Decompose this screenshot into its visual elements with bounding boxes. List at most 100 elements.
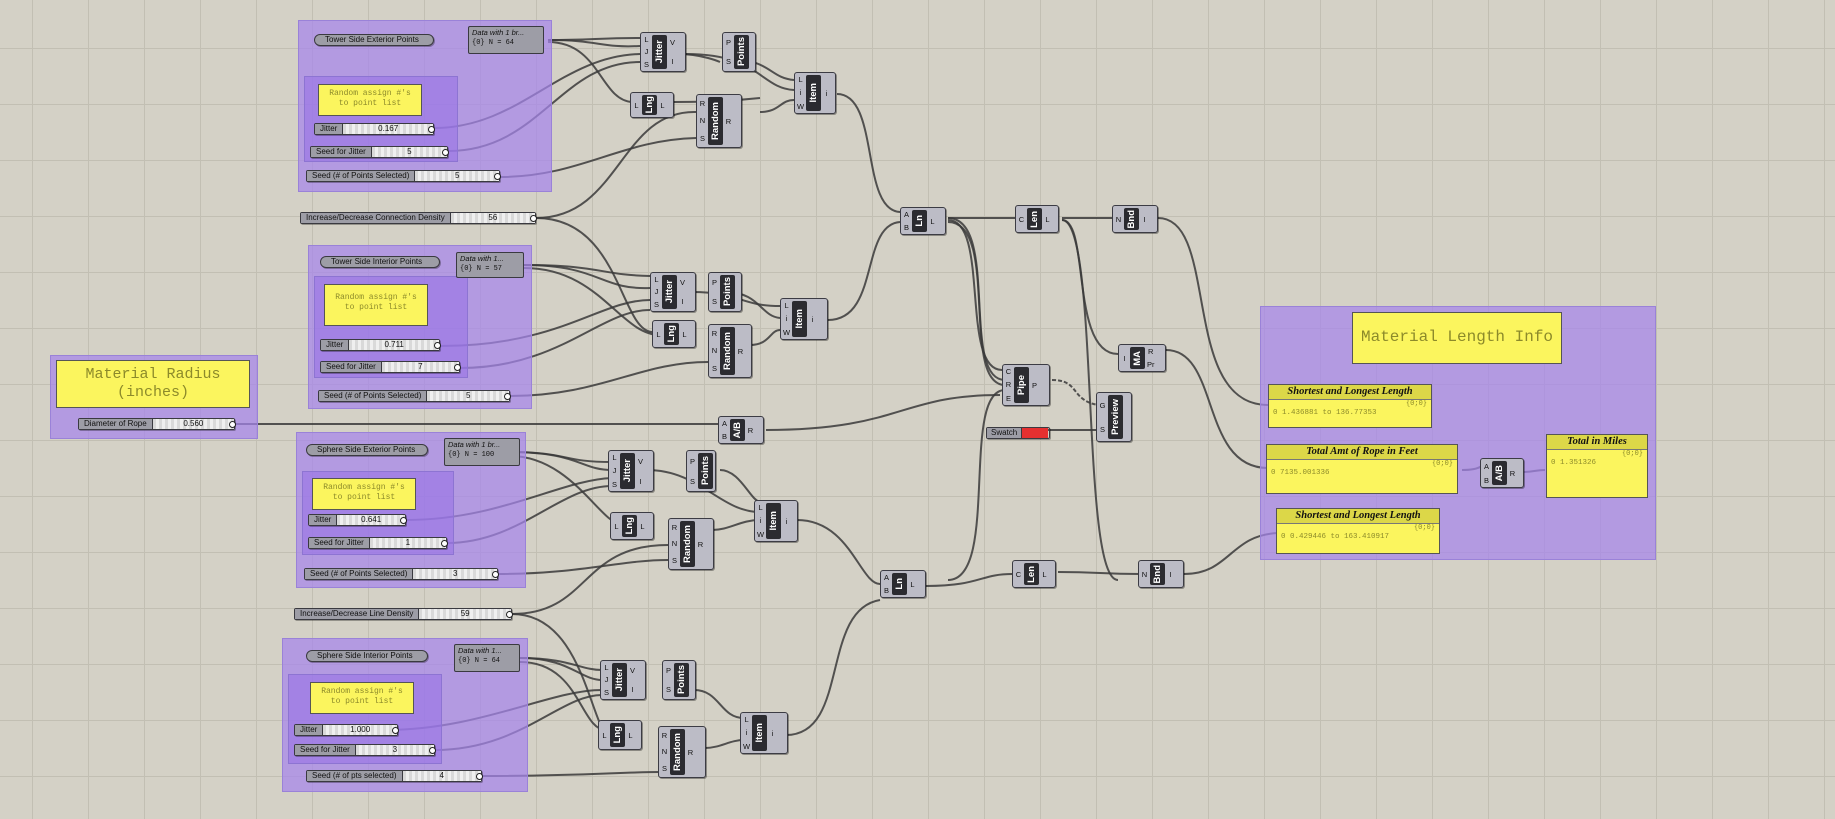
bnd-component-bottom[interactable]: N Bnd I	[1138, 560, 1184, 588]
seed-points-slider[interactable]: Seed (# of Points Selected) 5	[318, 390, 511, 402]
total-rope-feet-panel[interactable]: Total Amt of Rope in Feet {0;0} 0 7135.0…	[1266, 444, 1458, 494]
wire	[947, 389, 1006, 581]
data-panel-sub: {0} N = 100	[448, 451, 495, 459]
slider-track[interactable]: 4	[402, 771, 483, 781]
len-component-bottom[interactable]: C Len L	[1012, 560, 1056, 588]
slider-track[interactable]: 5	[427, 391, 511, 401]
shortest-longest-panel-bottom[interactable]: Shortest and Longest Length {0;0} 0 0.42…	[1276, 508, 1440, 554]
slider-track[interactable]: 3	[355, 745, 437, 755]
jitter-slider[interactable]: Jitter 0.641	[308, 514, 407, 526]
jitter-slider[interactable]: Jitter 1.000	[294, 724, 399, 736]
lng-component[interactable]: L Lng L	[652, 320, 696, 348]
lng-component[interactable]: L Lng L	[630, 92, 674, 118]
slider-track[interactable]: 0.560	[152, 419, 237, 429]
slider-label: Seed for Jitter	[321, 362, 382, 372]
slider-track[interactable]: 5	[371, 147, 450, 157]
slider-track[interactable]: 56	[450, 213, 538, 223]
sphere-exterior-points-param[interactable]: Sphere Side Exterior Points	[306, 444, 428, 456]
jitter-slider[interactable]: Jitter 0.711	[320, 339, 441, 351]
component-outputs: I	[1143, 214, 1146, 224]
slider-track[interactable]: 1.000	[323, 725, 399, 735]
shortest-longest-panel-top[interactable]: Shortest and Longest Length {0;0} 0 1.43…	[1268, 384, 1432, 428]
wire	[509, 361, 709, 397]
seed-points-slider[interactable]: Seed (# of Points Selected) 5	[306, 170, 501, 182]
jitter-slider[interactable]: Jitter 0.167	[314, 123, 435, 135]
line-density-slider[interactable]: Increase/Decrease Line Density 59	[294, 608, 513, 620]
swatch-color[interactable]	[1022, 428, 1049, 438]
slider-track[interactable]: 5	[415, 171, 501, 181]
slider-track[interactable]: 0.167	[343, 124, 435, 134]
component-inputs: L	[634, 100, 639, 110]
rope-diameter-slider[interactable]: Diameter of Rope 0.560	[78, 418, 237, 430]
swatch-param[interactable]: Swatch	[986, 427, 1050, 439]
bnd-component-top[interactable]: N Bnd I	[1112, 205, 1158, 233]
seed-points-slider[interactable]: Seed (# of pts selected) 4	[306, 770, 483, 782]
component-core: Len	[1027, 208, 1042, 230]
component-outputs: L	[910, 579, 915, 589]
seed-points-slider[interactable]: Seed (# of Points Selected) 3	[304, 568, 499, 580]
data-panel[interactable]: Data with 1 br... {0} N = 64	[468, 26, 544, 54]
len-component-top[interactable]: C Len L	[1015, 205, 1059, 233]
slider-track[interactable]: 7	[381, 362, 462, 372]
seed-jitter-slider[interactable]: Seed for Jitter 5	[310, 146, 450, 158]
seed-jitter-slider[interactable]: Seed for Jitter 7	[320, 361, 462, 373]
slider-track[interactable]: 1	[369, 538, 449, 548]
component-inputs: C	[1018, 214, 1025, 224]
data-panel-title: Data with 1...	[458, 646, 502, 655]
data-panel[interactable]: Data with 1 br... {0} N = 100	[444, 438, 520, 466]
connection-density-slider[interactable]: Increase/Decrease Connection Density 56	[300, 212, 538, 224]
component-inputs: N	[1141, 569, 1148, 579]
tower-exterior-points-param[interactable]: Tower Side Exterior Points	[314, 34, 434, 46]
component-outputs: P	[1031, 380, 1037, 390]
slider-track[interactable]: 59	[419, 609, 513, 619]
seed-jitter-slider[interactable]: Seed for Jitter 1	[308, 537, 449, 549]
component-outputs: L	[682, 329, 687, 339]
component-core: Ln	[912, 210, 927, 232]
lng-component[interactable]: L Lng L	[610, 512, 654, 540]
total-miles-panel[interactable]: Total in Miles {0;0} 0 1.351326	[1546, 434, 1648, 498]
sphere-interior-points-param[interactable]: Sphere Side Interior Points	[306, 650, 428, 662]
slider-track[interactable]: 3	[413, 569, 499, 579]
component-core: Preview	[1108, 395, 1123, 439]
wire	[519, 657, 603, 681]
component-outputs: L	[1042, 569, 1047, 579]
slider-track[interactable]: 0.711	[349, 340, 441, 350]
data-panel[interactable]: Data with 1... {0} N = 57	[456, 252, 524, 278]
data-panel[interactable]: Data with 1... {0} N = 64	[454, 644, 520, 672]
slider-track[interactable]: 0.641	[337, 515, 407, 525]
lng-component[interactable]: L Lng L	[598, 720, 642, 750]
tower-interior-points-param[interactable]: Tower Side Interior Points	[320, 256, 440, 268]
wire	[523, 267, 661, 336]
seed-jitter-slider[interactable]: Seed for Jitter 3	[294, 744, 437, 756]
component-inputs: L	[602, 730, 607, 740]
